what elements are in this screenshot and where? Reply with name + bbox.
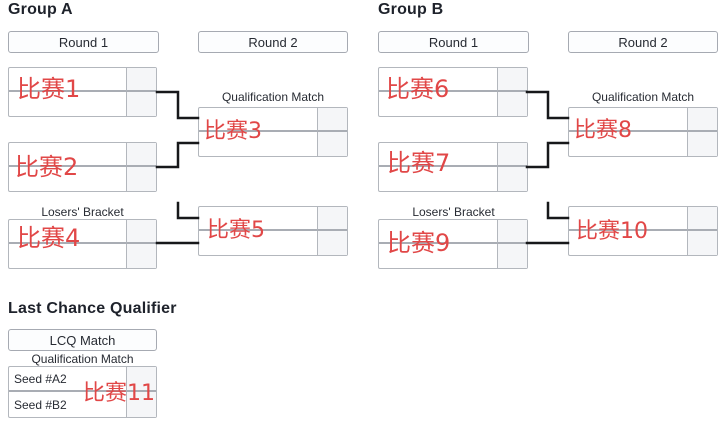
group-b-losers-label: Losers' Bracket: [412, 205, 495, 219]
group-a-title: Group A: [8, 1, 73, 18]
group-b-round2-header: Round 2: [568, 31, 718, 53]
score-cell-bottom: [497, 167, 527, 191]
group-a-losers-label: Losers' Bracket: [41, 205, 124, 219]
match-slot-top[interactable]: [569, 108, 687, 132]
seed-b2-label: Seed #B2: [14, 397, 67, 412]
match-1[interactable]: [8, 67, 157, 117]
connector-m1-m3: [155, 90, 200, 120]
match-slot-top[interactable]: Seed #A2: [9, 367, 126, 392]
match-9[interactable]: [378, 219, 528, 269]
match-slot-top[interactable]: [379, 143, 497, 167]
match-slot-bottom[interactable]: [199, 132, 317, 156]
match-10[interactable]: [568, 206, 718, 256]
score-cell-top: [687, 207, 717, 231]
match-slot-top[interactable]: [199, 108, 317, 132]
lcq-title: Last Chance Qualifier: [8, 300, 177, 317]
match-2[interactable]: [8, 142, 157, 192]
match-slot-top[interactable]: [9, 143, 126, 167]
match-8[interactable]: [568, 107, 718, 157]
match-4[interactable]: [8, 219, 157, 269]
score-cell-top: [126, 68, 156, 92]
lcq-header: LCQ Match: [8, 329, 157, 351]
score-cell-top: [497, 143, 527, 167]
match-slot-bottom[interactable]: [569, 132, 687, 156]
connector-drop-m10: [546, 201, 570, 220]
connector-m6-m8: [525, 90, 570, 120]
match-slot-top[interactable]: [379, 68, 497, 92]
score-cell-bottom: [317, 231, 347, 255]
match-slot-top[interactable]: [569, 207, 687, 231]
match-slot-bottom[interactable]: [379, 92, 497, 116]
score-cell-bottom: [687, 132, 717, 156]
score-cell-top: [317, 207, 347, 231]
match-slot-bottom[interactable]: [379, 244, 497, 268]
group-b-title: Group B: [378, 1, 444, 18]
score-cell-bottom: [497, 92, 527, 116]
score-cell-bottom: [687, 231, 717, 255]
match-slot-bottom[interactable]: [569, 231, 687, 255]
score-cell-top: [687, 108, 717, 132]
connector-drop-m5: [176, 201, 200, 220]
match-5[interactable]: [198, 206, 348, 256]
match-slot-bottom[interactable]: [379, 167, 497, 191]
score-cell-top: [126, 367, 156, 392]
match-slot-bottom[interactable]: [9, 167, 126, 191]
match-slot-top[interactable]: [379, 220, 497, 244]
group-b-round1-header: Round 1: [378, 31, 529, 53]
score-cell-top: [317, 108, 347, 132]
match-3[interactable]: [198, 107, 348, 157]
match-7[interactable]: [378, 142, 528, 192]
group-a-round2-header: Round 2: [198, 31, 348, 53]
group-a-qualification-label: Qualification Match: [221, 90, 325, 104]
match-slot-bottom[interactable]: [9, 244, 126, 268]
match-slot-top[interactable]: [9, 220, 126, 244]
match-slot-bottom[interactable]: Seed #B2: [9, 392, 126, 417]
group-a-round1-header: Round 1: [8, 31, 159, 53]
score-cell-bottom: [126, 244, 156, 268]
score-cell-bottom: [126, 92, 156, 116]
score-cell-bottom: [317, 132, 347, 156]
match-6[interactable]: [378, 67, 528, 117]
match-slot-top[interactable]: [199, 207, 317, 231]
connector-m7-m8: [525, 141, 570, 169]
match-slot-top[interactable]: [9, 68, 126, 92]
match-11[interactable]: Seed #A2 Seed #B2: [8, 366, 157, 418]
lcq-qualification-label: Qualification Match: [31, 352, 134, 366]
connector-m2-m3: [155, 141, 200, 169]
seed-a2-label: Seed #A2: [14, 371, 67, 386]
score-cell-bottom: [126, 167, 156, 191]
match-slot-bottom[interactable]: [9, 92, 126, 116]
group-b-qualification-label: Qualification Match: [591, 90, 695, 104]
match-slot-bottom[interactable]: [199, 231, 317, 255]
score-cell-top: [497, 220, 527, 244]
score-cell-bottom: [497, 244, 527, 268]
score-cell-top: [126, 220, 156, 244]
score-cell-top: [126, 143, 156, 167]
score-cell-top: [497, 68, 527, 92]
score-cell-bottom: [126, 392, 156, 417]
